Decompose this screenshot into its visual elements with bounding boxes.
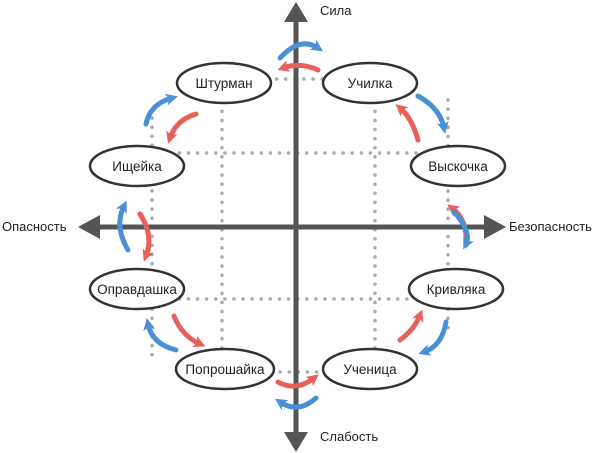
axis-label-bottom: Слабость [320, 429, 378, 444]
arrow-red-opravdashka-poproshayka [171, 313, 206, 348]
node-uchenitsa-shape [321, 347, 419, 391]
axis-label-top: Сила [320, 3, 352, 18]
axis-arrowhead-left [78, 215, 100, 239]
axis-arrowhead-up [284, 2, 308, 22]
arrow-blue-poproshayka-opravdashka [143, 318, 179, 353]
arrow-red-krivlyaka-uchenitsa [397, 309, 424, 343]
node-ischeyka-shape [88, 144, 186, 188]
node-uchilka: Училка [321, 61, 419, 105]
node-poproshayka-label: Попрошайка [185, 362, 265, 377]
node-krivlyaka-label: Кривляка [427, 282, 486, 297]
node-ischeyka-label: Ищейка [112, 159, 162, 174]
cycle-arrows [115, 39, 475, 411]
node-shturman: Штурман [175, 61, 273, 105]
node-opravdashka-shape [88, 267, 186, 311]
node-poproshayka: Попрошайка [174, 347, 276, 391]
node-uchilka-shape [321, 61, 419, 105]
arrow-red-uchilka-shturman [277, 60, 321, 73]
arrow-blue-ischeyka-shturman [143, 93, 178, 127]
arrow-blue-shturman-uchilka [277, 39, 323, 61]
node-shturman-shape [175, 61, 273, 105]
node-poproshayka-shape [174, 347, 276, 391]
arrow-blue-uchenitsa-poproshayka [275, 395, 319, 411]
arrow-blue-opravdashka-ischeyka [115, 200, 131, 253]
axis-arrowhead-right [484, 215, 506, 239]
node-krivlyaka: Кривляка [407, 267, 505, 311]
nodes: Штурман Училка Ищейка Выскочка Оправдашк… [88, 61, 507, 391]
node-krivlyaka-shape [407, 267, 505, 311]
arrow-red-shturman-ischeyka [166, 111, 199, 144]
node-opravdashka-label: Оправдашка [97, 282, 177, 297]
node-vyskochka-shape [409, 144, 507, 188]
axes [78, 2, 506, 452]
arrow-blue-vyskochka-krivlyaka [451, 209, 475, 250]
node-opravdashka: Оправдашка [88, 267, 186, 311]
arrow-blue-uchilka-vyskochka [415, 93, 449, 134]
axis-arrowhead-down [284, 432, 308, 452]
node-uchenitsa-label: Ученица [343, 362, 397, 377]
arrow-blue-krivlyaka-uchenitsa [418, 319, 449, 356]
node-vyskochka: Выскочка [409, 144, 507, 188]
axis-label-right: Безопасность [509, 219, 592, 234]
node-vyskochka-label: Выскочка [428, 159, 488, 174]
axis-label-left: Опасность [2, 219, 67, 234]
node-ischeyka: Ищейка [88, 144, 186, 188]
arrow-red-vyskochka-uchilka [395, 104, 421, 143]
arrow-red-poproshayka-uchenitsa [275, 374, 319, 389]
node-uchilka-label: Училка [348, 76, 393, 91]
arrow-red-ischeyka-opravdashka [137, 211, 154, 262]
node-uchenitsa: Ученица [321, 347, 419, 391]
node-shturman-label: Штурман [195, 76, 252, 91]
